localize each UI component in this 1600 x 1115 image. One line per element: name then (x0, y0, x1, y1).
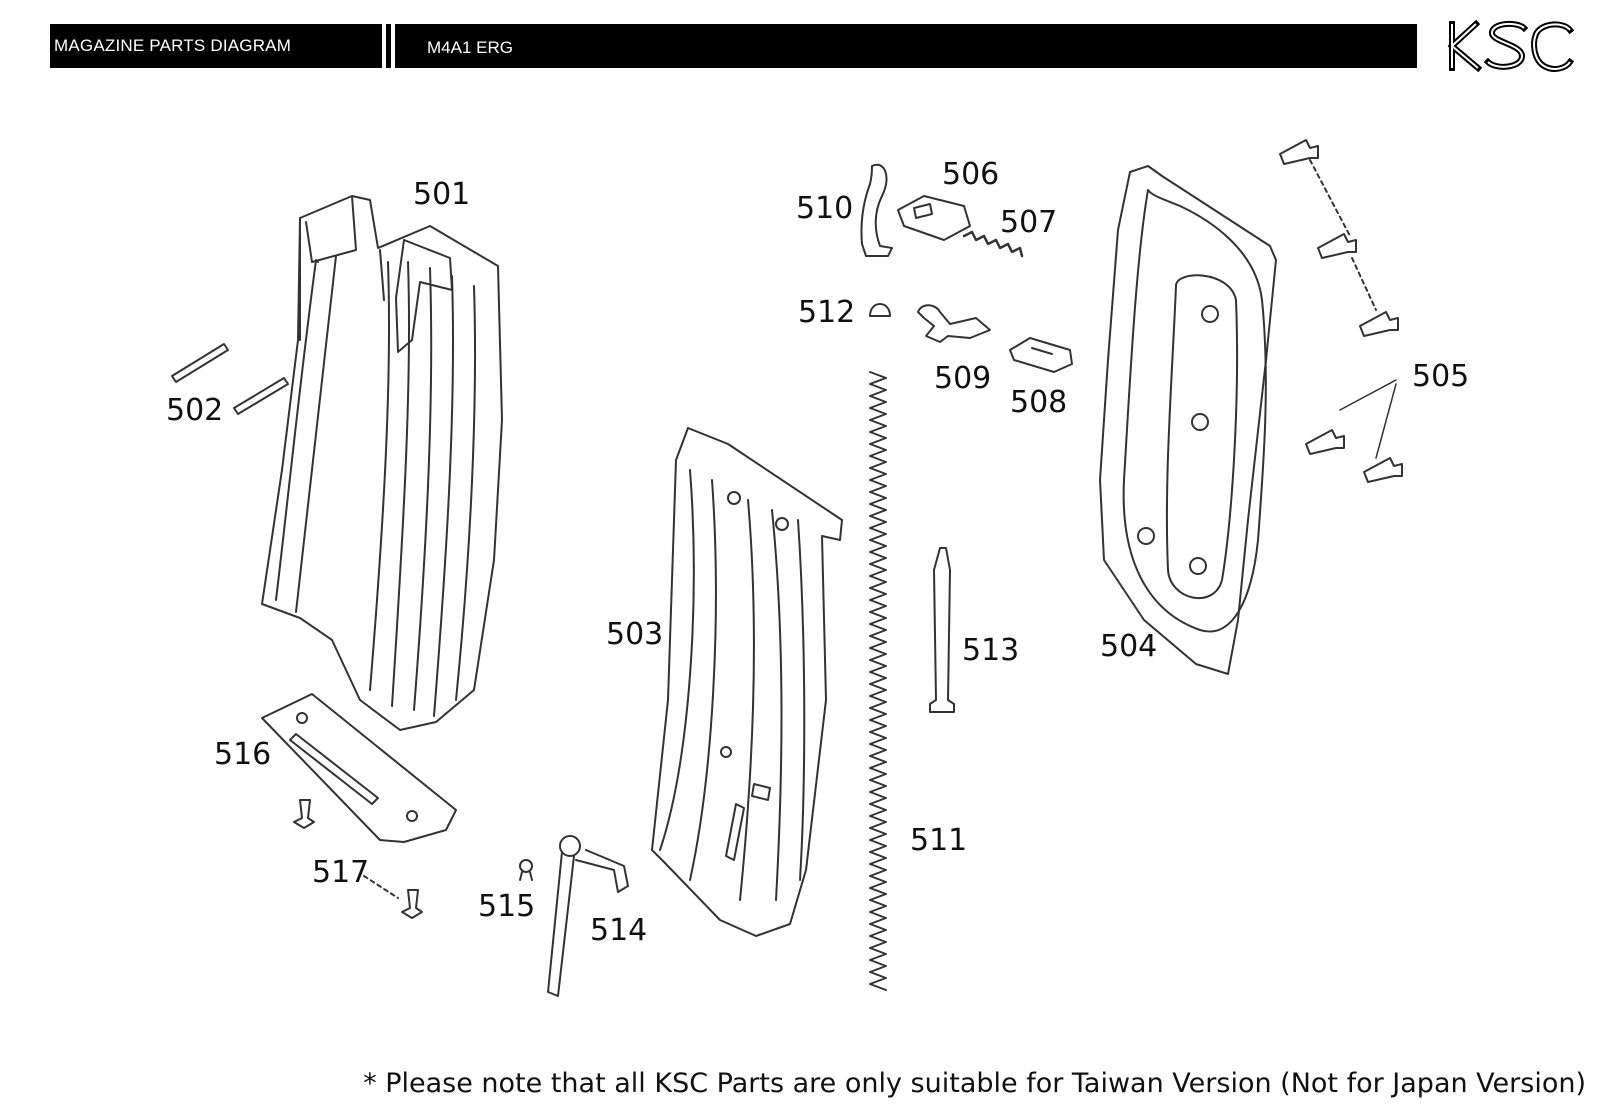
screws-517 (293, 799, 423, 919)
part-label-513: 513 (962, 633, 1020, 668)
compatibility-note: * Please note that all KSC Parts are onl… (363, 1068, 1586, 1099)
header-title-bar: MAGAZINE PARTS DIAGRAM (50, 24, 382, 68)
catch-506 (897, 195, 971, 241)
part-label-515: 515 (478, 889, 536, 924)
part-label-508: 508 (1010, 385, 1068, 420)
part-label-501: 501 (413, 177, 471, 212)
part-label-509: 509 (934, 361, 992, 396)
model-title-bar: M4A1 ERG (395, 24, 1417, 68)
part-label-511: 511 (910, 823, 968, 858)
screws-505 (1279, 139, 1403, 483)
side-cover-504 (1099, 165, 1277, 675)
part-label-505: 505 (1412, 359, 1470, 394)
part-label-517: 517 (312, 855, 370, 890)
part-label-504: 504 (1100, 629, 1158, 664)
clip-508 (1009, 337, 1073, 373)
part-label-503: 503 (606, 617, 664, 652)
main-spring-511 (869, 371, 887, 991)
spring-507 (962, 230, 1024, 258)
part-label-510: 510 (796, 191, 854, 226)
catch-509 (917, 304, 991, 343)
part-label-514: 514 (590, 913, 648, 948)
magazine-body-501 (261, 195, 503, 731)
latch-510 (860, 163, 893, 257)
model-title: M4A1 ERG (427, 38, 513, 57)
part-label-516: 516 (214, 737, 272, 772)
inner-frame-503 (651, 427, 843, 937)
part-label-506: 506 (942, 157, 1000, 192)
header-title: MAGAZINE PARTS DIAGRAM (54, 36, 292, 55)
ksc-logo (1447, 19, 1575, 73)
pins-502 (171, 343, 289, 415)
follower-lever-514 (547, 835, 629, 997)
part-label-502: 502 (166, 393, 224, 428)
rod-513 (929, 547, 955, 713)
screw-515 (519, 859, 533, 881)
part-label-512: 512 (798, 295, 856, 330)
base-plate-516 (261, 693, 457, 843)
ball-512 (869, 303, 891, 317)
header-divider (386, 24, 391, 68)
part-label-507: 507 (1000, 205, 1058, 240)
